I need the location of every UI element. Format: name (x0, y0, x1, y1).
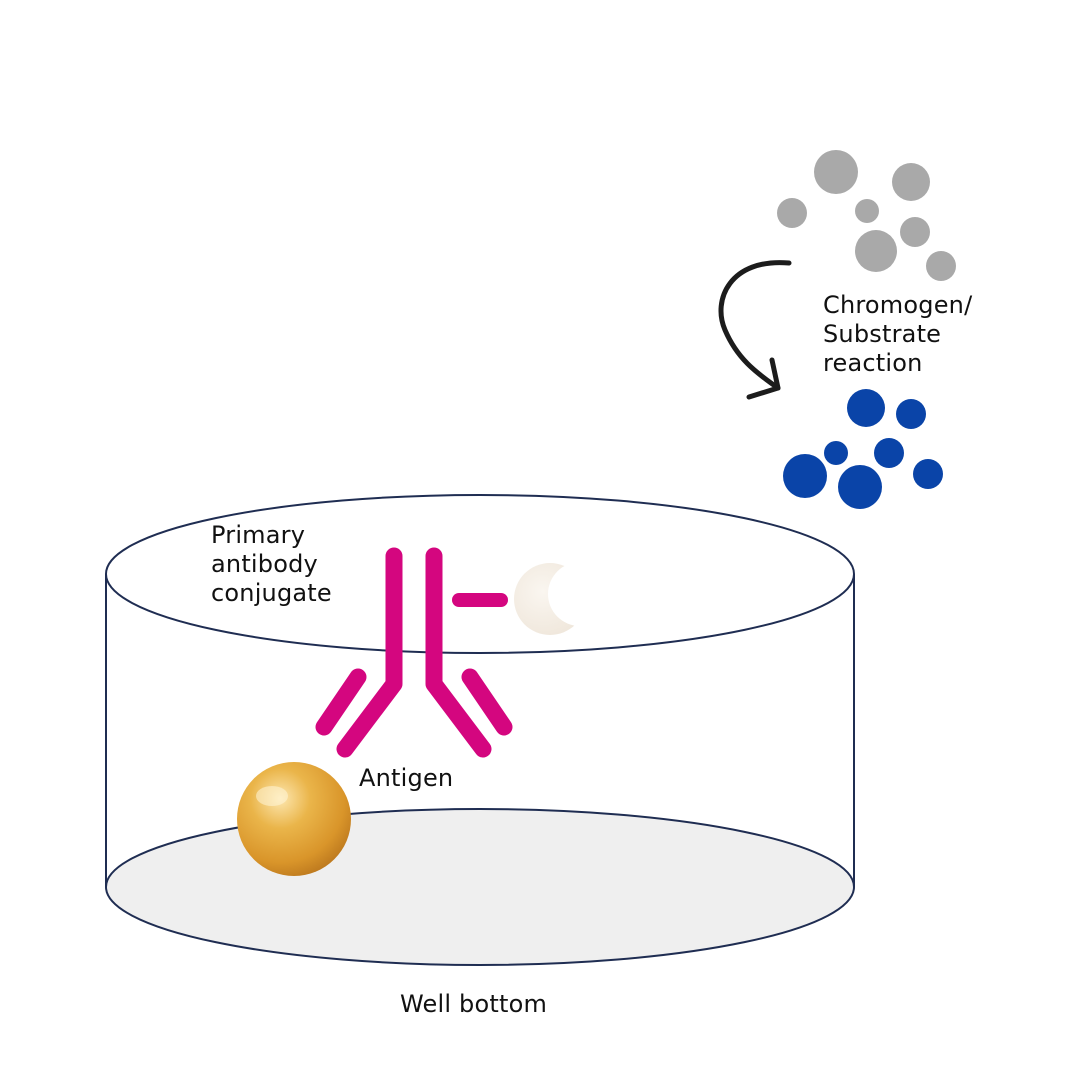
well-rim (105, 494, 855, 654)
curved-arrow-icon (718, 260, 792, 400)
product-particle (913, 459, 943, 489)
substrate-particle (855, 230, 897, 272)
product-particle (783, 454, 827, 498)
product-particle (896, 399, 926, 429)
substrate-particle (814, 150, 858, 194)
crescent-enzyme-icon (514, 563, 586, 635)
antibody-y-shape-icon (315, 547, 513, 758)
substrate-particle (777, 198, 807, 228)
substrate-particles (777, 150, 956, 281)
chromogen-label-line: Substrate (823, 320, 942, 348)
product-particles (783, 389, 943, 509)
substrate-particle (900, 217, 930, 247)
chromogen-reaction-label: Chromogen/ Substrate reaction (823, 291, 972, 378)
primary-antibody-label-line: antibody (211, 550, 318, 578)
primary-antibody-label: Primary antibody conjugate (211, 521, 332, 608)
product-particle (824, 441, 848, 465)
primary-antibody-label-line: Primary (211, 521, 306, 549)
substrate-particle (855, 199, 879, 223)
product-particle (874, 438, 904, 468)
primary-antibody-label-line: conjugate (211, 579, 332, 607)
product-particle (838, 465, 882, 509)
well-floor (105, 808, 855, 966)
antigen-sphere-icon (237, 762, 351, 876)
substrate-particle (892, 163, 930, 201)
antigen-label: Antigen (359, 764, 454, 792)
product-particle (847, 389, 885, 427)
substrate-particle (926, 251, 956, 281)
chromogen-label-line: reaction (823, 349, 923, 377)
chromogen-label-line: Chromogen/ (823, 291, 973, 319)
well-bottom-label: Well bottom (400, 990, 548, 1018)
